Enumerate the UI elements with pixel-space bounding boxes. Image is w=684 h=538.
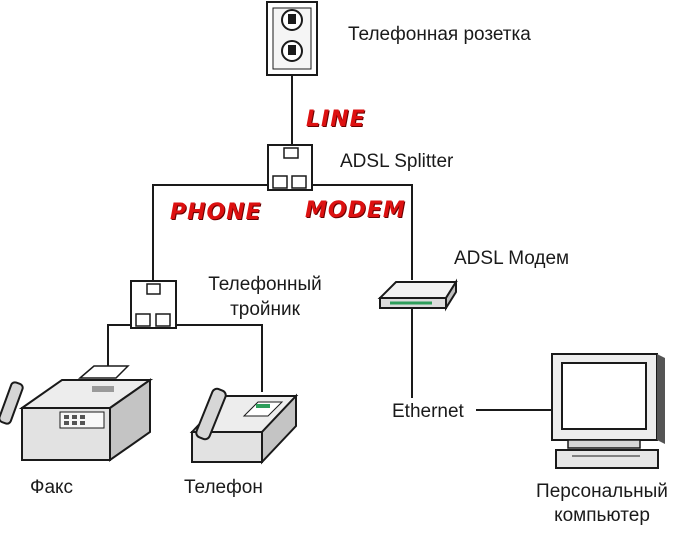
phone-tee-icon [130, 280, 177, 329]
splitter-label: ADSL Splitter [340, 151, 454, 172]
wire-tee-to-telephone [176, 324, 263, 392]
tee-label-line1: Телефонный [208, 274, 322, 295]
pc-label-line1: Персональный [536, 481, 668, 502]
splitter-icon [267, 144, 313, 191]
phone-port-label: PHONE [170, 200, 262, 225]
wires [107, 75, 552, 411]
wire-tee-to-fax [107, 324, 136, 368]
wire-splitter-to-tee [152, 184, 268, 282]
fax-icon [0, 365, 154, 462]
adsl-modem-label: ADSL Модем [454, 248, 570, 269]
pc-label-line2: компьютер [554, 505, 650, 526]
telephone-label: Телефон [184, 477, 263, 498]
wall-socket-icon [266, 1, 318, 76]
line-port-label: LINE [306, 107, 366, 132]
fax-label: Факс [30, 477, 74, 498]
modem-port-label: MODEM [305, 198, 406, 223]
wall-socket-label: Телефонная розетка [348, 24, 531, 45]
tee-label-line2: тройник [230, 299, 300, 320]
adsl-modem-icon [377, 278, 458, 312]
wire-splitter-to-modem [312, 184, 413, 280]
computer-icon [551, 353, 665, 469]
ethernet-label: Ethernet [392, 401, 464, 422]
telephone-icon [189, 387, 299, 465]
